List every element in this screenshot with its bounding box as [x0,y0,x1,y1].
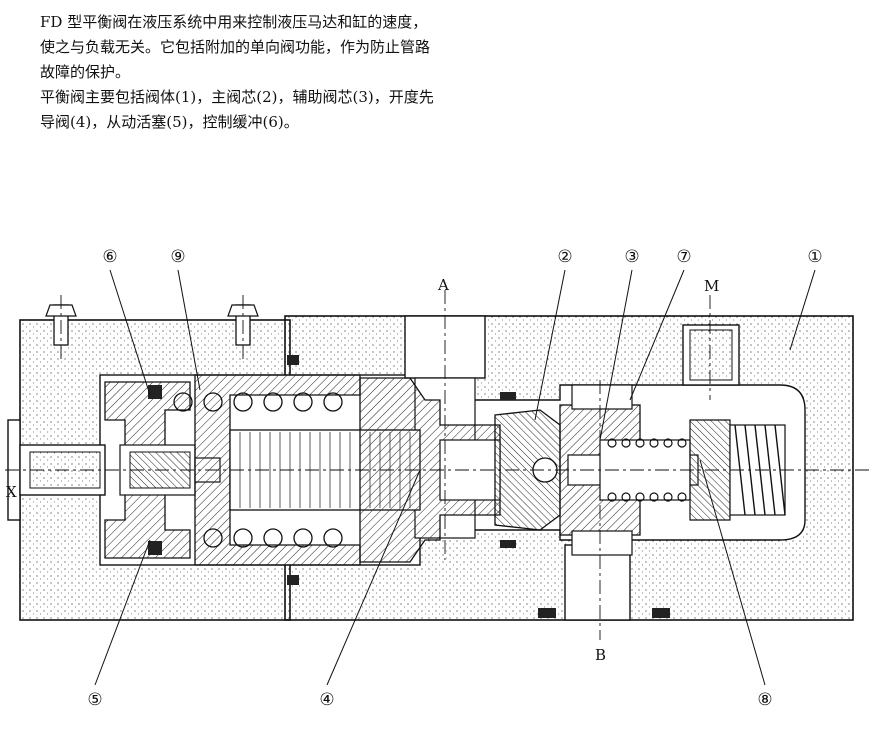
callout-3: ③ [624,247,639,267]
port-b-channel [564,544,631,621]
intro-text: FD 型平衡阀在液压系统中用来控制液压马达和缸的速度， 使之与负载无关。它包括附… [40,10,520,135]
port-m-plug [682,324,740,386]
seal-rings [287,355,670,618]
centerlines [5,290,870,640]
port-a-label: A [437,276,449,294]
callout-9: ⑨ [170,247,185,267]
intro-line: FD 型平衡阀在液压系统中用来控制液压马达和缸的速度， [40,13,428,31]
intro-line: 使之与负载无关。它包括附加的单向阀功能，作为防止管路 [40,38,431,56]
leader-lines [94,269,816,686]
callout-5: ⑤ [87,690,102,710]
callout-6: ⑥ [102,247,117,267]
port-x-label: X [6,483,17,501]
port-b-label: B [595,646,606,664]
intro-line: 故障的保护。 [40,63,131,81]
intro-line: 平衡阀主要包括阀体(1)，主阀芯(2)，辅助阀芯(3)，开度先 [40,88,434,106]
callout-2: ② [557,247,572,267]
screw-left [45,304,77,346]
callout-1: ① [807,247,822,267]
callout-8: ⑧ [757,690,772,710]
main-spring [173,392,343,548]
port-m-label: M [704,277,719,295]
callout-7: ⑦ [676,247,691,267]
intro-line: 导阀(4)，从动活塞(5)，控制缓冲(6)。 [40,113,299,131]
callout-4: ④ [319,690,334,710]
